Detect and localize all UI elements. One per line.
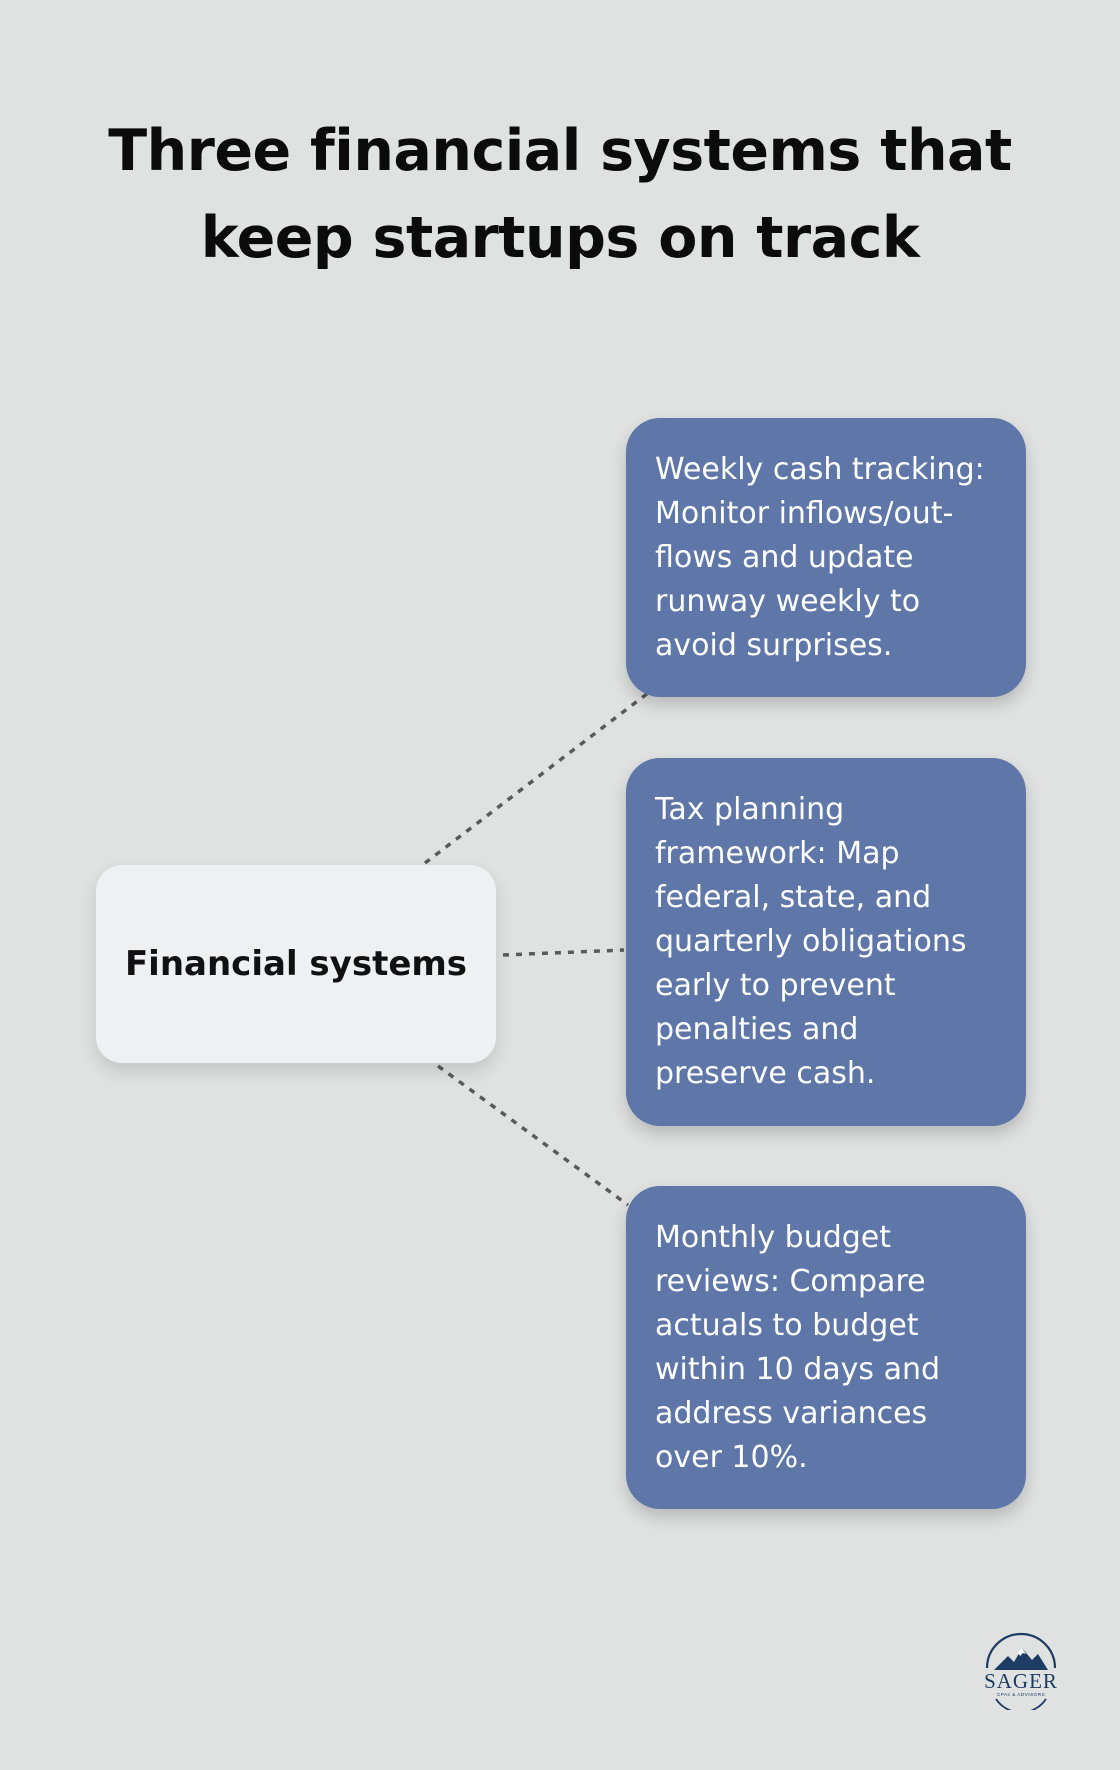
branch-card-weekly-cash-tracking: Weekly cash tracking: Monitor inflows/ou… [626, 418, 1026, 697]
logo-arc-icon [985, 1632, 1057, 1669]
branch-card-text: Tax planning framework: Map federal, sta… [655, 792, 967, 1091]
logo-bottom-arc-icon [995, 1698, 1047, 1710]
sager-logo: SAGER CPAs & ADVISORS [984, 1632, 1058, 1710]
mountain-icon [994, 1648, 1048, 1670]
connector-line-1 [423, 691, 650, 865]
center-node-label: Financial systems [124, 944, 468, 984]
mountain-snow-icon [1018, 1648, 1026, 1656]
logo-wordmark: SAGER [984, 1669, 1058, 1693]
branch-card-tax-planning: Tax planning framework: Map federal, sta… [626, 758, 1026, 1126]
page-title: Three financial systems that keep startu… [108, 118, 1012, 271]
connector-line-3 [436, 1064, 630, 1207]
branch-card-text: Weekly cash tracking: Monitor inflows/ou… [655, 451, 985, 663]
logo-tagline: CPAs & ADVISORS [997, 1692, 1045, 1698]
branch-card-monthly-budget: Monthly budget reviews: Compare actuals … [626, 1186, 1026, 1509]
branch-card-text: Monthly budget reviews: Compare actuals … [655, 1219, 941, 1475]
connector-line-2 [502, 948, 625, 957]
center-node: Financial systems [96, 865, 496, 1063]
